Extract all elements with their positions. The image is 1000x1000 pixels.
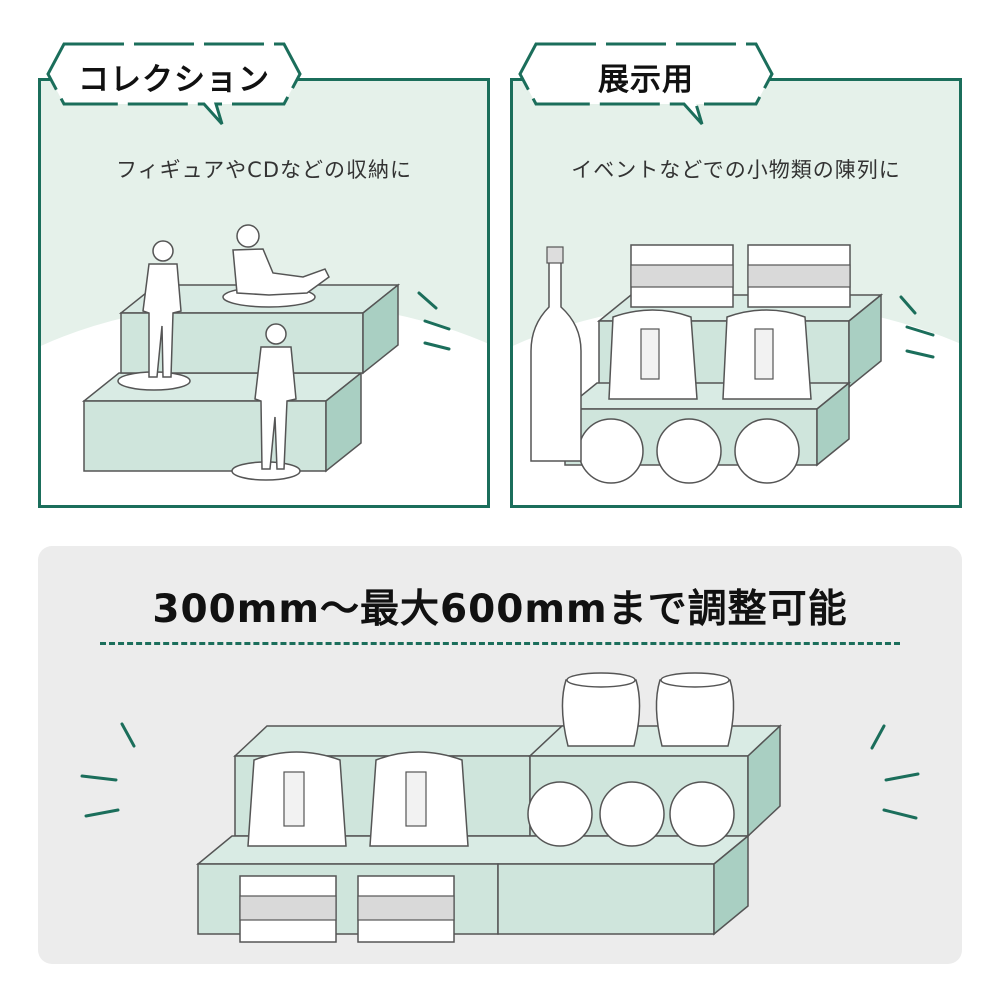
box-icon <box>630 244 734 308</box>
jar-icon <box>655 672 735 747</box>
jar-icon <box>561 672 641 747</box>
figure-icon <box>222 224 330 308</box>
figure-icon <box>231 323 301 481</box>
display-illustration <box>530 244 935 484</box>
emphasis-lines-icon <box>899 295 935 359</box>
sake-bottle-icon <box>530 246 582 462</box>
collection-illustration <box>81 224 451 481</box>
figure-icon <box>117 240 191 391</box>
collection-panel: フィギュアやCDなどの収納に <box>38 78 490 508</box>
bag-icon <box>247 751 347 847</box>
bag-icon <box>608 309 698 400</box>
emphasis-lines-icon <box>80 722 136 818</box>
display-badge: 展示用 <box>518 40 774 126</box>
box-icon <box>357 875 455 943</box>
display-panel: イベントなどでの小物類の陳列に <box>510 78 962 508</box>
adjustable-shelf-illustration <box>80 672 920 943</box>
box-icon <box>747 244 851 308</box>
speech-badge-shape <box>46 42 302 126</box>
display-subtitle: イベントなどでの小物類の陳列に <box>571 158 901 182</box>
adjustable-width-title: 300mm〜最大600mmまで調整可能 <box>152 587 848 632</box>
emphasis-lines-icon <box>417 291 451 351</box>
display-badge-label: 展示用 <box>598 62 694 98</box>
bag-icon <box>369 751 469 847</box>
tin-icon <box>578 418 800 484</box>
bag-icon <box>722 309 812 400</box>
adjustable-width-panel: 300mm〜最大600mmまで調整可能 <box>38 546 962 964</box>
box-icon <box>239 875 337 943</box>
collection-badge-label: コレクション <box>78 62 270 98</box>
collection-badge: コレクション <box>46 40 302 126</box>
dashed-divider <box>100 642 900 645</box>
speech-badge-shape <box>518 42 774 126</box>
collection-subtitle: フィギュアやCDなどの収納に <box>116 158 412 182</box>
tin-icon <box>527 781 735 847</box>
emphasis-lines-icon <box>870 724 920 820</box>
